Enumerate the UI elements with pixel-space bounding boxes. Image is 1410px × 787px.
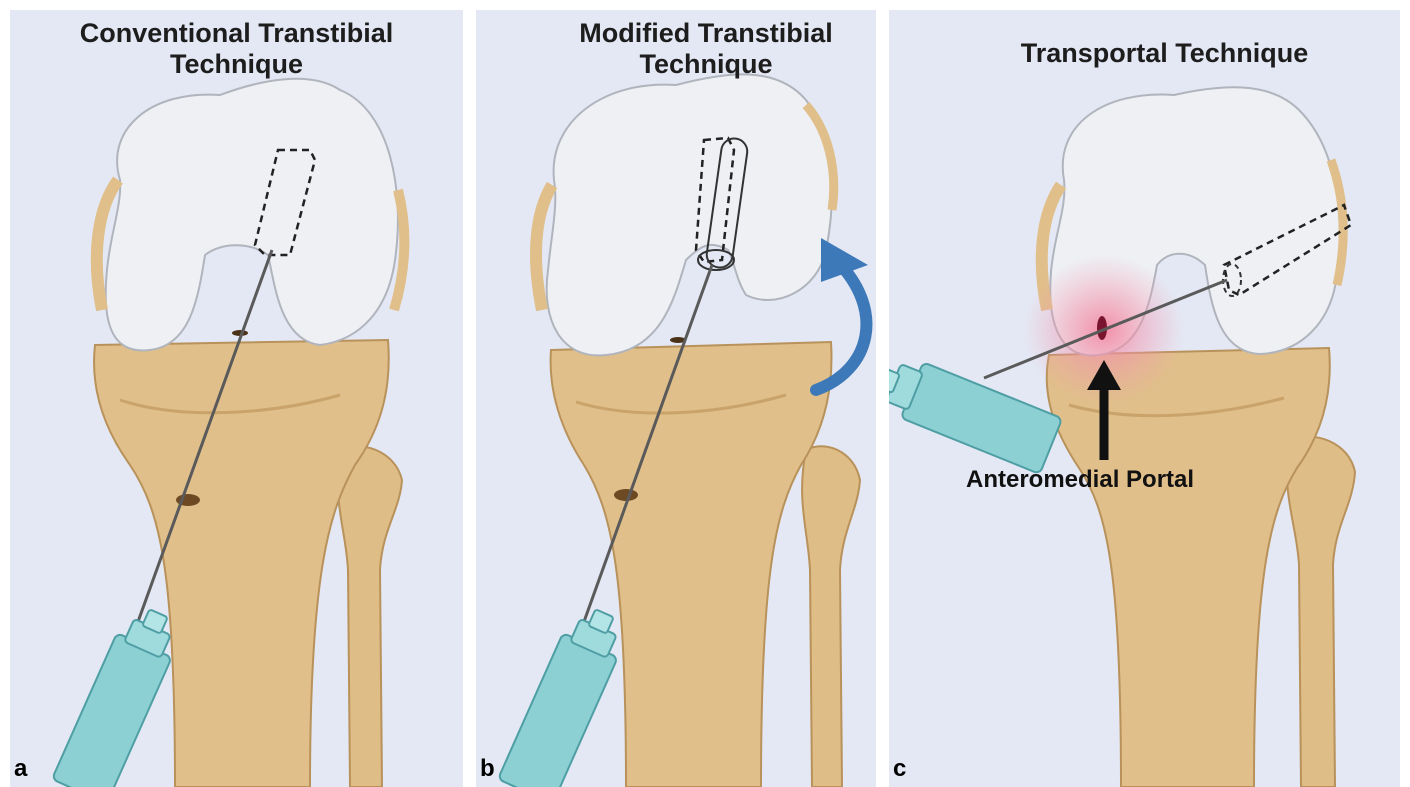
panel-b-title-line-1: Modified Transtibial (536, 18, 876, 49)
femur (547, 74, 832, 355)
anteromedial-portal-label: Anteromedial Portal (966, 466, 1194, 494)
tibia (551, 342, 832, 787)
fibula (1287, 437, 1355, 787)
panel-c-letter: c (893, 755, 906, 783)
panel-c-title: Transportal Technique (929, 38, 1400, 69)
panel-b-modified-transtibial: Modified Transtibial Technique b (476, 10, 876, 787)
needle-hub (498, 601, 632, 787)
panel-c-transportal: Transportal Technique (889, 10, 1400, 787)
panel-c-knee-illustration (889, 10, 1400, 787)
panel-a-title-line-2: Technique (10, 49, 463, 80)
panel-b-title: Modified Transtibial Technique (536, 18, 876, 80)
panel-a-title: Conventional Transtibial Technique (10, 18, 463, 80)
panel-a-title-line-1: Conventional Transtibial (10, 18, 463, 49)
panel-a-conventional-transtibial: Conventional Transtibial Technique a (10, 10, 463, 787)
panel-b-title-line-2: Technique (536, 49, 876, 80)
panel-a-knee-illustration (10, 10, 463, 787)
panel-b-letter: b (480, 755, 495, 783)
fibula (338, 446, 402, 787)
panel-c-title-line-1: Transportal Technique (929, 38, 1400, 69)
panel-a-letter: a (14, 755, 27, 783)
fibula (802, 446, 860, 787)
needle-hub (52, 601, 186, 787)
tibial-tunnel-exit (614, 489, 638, 501)
panel-b-knee-illustration (476, 10, 876, 787)
